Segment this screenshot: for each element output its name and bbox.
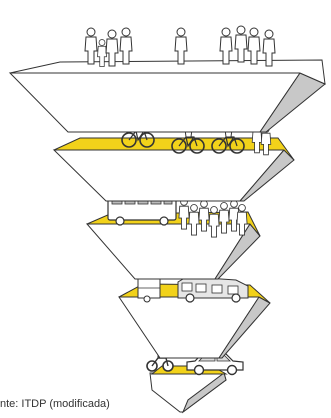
tier-1-front-face bbox=[10, 73, 300, 132]
source-caption: nte: ITDP (modificada) bbox=[0, 398, 110, 410]
tier-3-public-transport bbox=[87, 190, 260, 279]
tier-4-front-face bbox=[119, 297, 259, 358]
tier-1-pedestrians bbox=[10, 26, 325, 132]
cargo-truck-icon bbox=[178, 276, 248, 302]
tier-4-freight bbox=[119, 268, 270, 358]
